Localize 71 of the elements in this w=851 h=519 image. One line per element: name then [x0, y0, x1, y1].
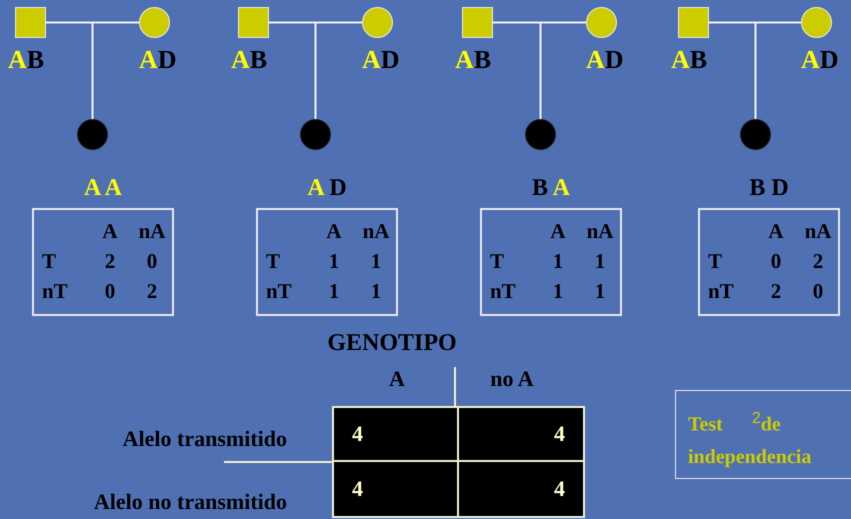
table-cell-text: nT — [266, 278, 293, 305]
table-cell-text: nT — [708, 278, 735, 305]
table-cell-text: 1 — [328, 248, 340, 275]
male-symbol — [462, 7, 493, 38]
genotype-label: AB — [8, 46, 44, 74]
genotype-label: B D — [748, 174, 790, 202]
genotype-label: AB — [671, 46, 708, 74]
female-symbol — [362, 7, 393, 38]
genotype-label: AB — [455, 46, 492, 74]
female-symbol — [801, 7, 832, 38]
table-cell: 4 — [334, 462, 458, 516]
child-symbol — [300, 119, 331, 150]
table-cell-text: 4 — [553, 475, 566, 503]
contingency-table — [332, 406, 585, 518]
genotype-label: AD — [362, 46, 400, 74]
male-symbol — [238, 7, 269, 38]
genotype-label: AD — [801, 46, 839, 74]
table-cell-text: T — [708, 248, 724, 275]
female-symbol — [586, 7, 617, 38]
pedigree-line — [268, 22, 363, 120]
child-symbol — [740, 119, 771, 150]
table-cell-text: 1 — [328, 278, 340, 305]
table-cell-text: 2 — [104, 248, 116, 275]
table-cell-text: 1 — [370, 278, 382, 305]
table-cell-text: 0 — [104, 278, 116, 305]
table-cell: 4 — [458, 408, 583, 462]
table-cell-text: 2 — [812, 248, 824, 275]
column-header: A — [389, 366, 405, 392]
table-cell-text: T — [42, 248, 58, 275]
genotype-label: A D — [306, 174, 348, 202]
table-cell-text: nT — [42, 278, 69, 305]
child-symbol — [77, 119, 108, 150]
child-symbol — [525, 119, 556, 150]
table-cell-text: 1 — [552, 248, 564, 275]
table-cell-text: A — [101, 218, 119, 245]
table-cell-text: nA — [586, 218, 614, 245]
row-header: Alelo no transmitido — [94, 489, 287, 515]
table-cell-text: 1 — [370, 248, 382, 275]
table-cell-text: 0 — [812, 278, 824, 305]
table-cell-text: A — [325, 218, 343, 245]
table-cell-text: nA — [138, 218, 166, 245]
male-symbol — [15, 7, 46, 38]
genotype-label: AB — [231, 46, 268, 74]
table-cell-text: A — [549, 218, 567, 245]
table-cell-text: 0 — [146, 248, 158, 275]
genotype-label: A A — [82, 174, 124, 202]
table-cell-text: nA — [362, 218, 390, 245]
table-cell-text: 1 — [552, 278, 564, 305]
table-cell-text: nT — [490, 278, 517, 305]
table-cell-text: 2 — [146, 278, 158, 305]
row-header: Alelo transmitido — [122, 426, 287, 452]
female-symbol — [139, 7, 170, 38]
pedigree-line — [708, 22, 802, 120]
table-cell-text: T — [266, 248, 282, 275]
table-cell-text: 2 — [770, 278, 782, 305]
table-cell-text: nA — [804, 218, 832, 245]
table-cell-text: 1 — [594, 248, 606, 275]
genotype-label: AD — [139, 46, 177, 74]
male-symbol — [678, 7, 709, 38]
table-cell-text: 1 — [594, 278, 606, 305]
table-cell-text: T — [490, 248, 506, 275]
genotype-label: AD — [586, 46, 624, 74]
pedigree-line — [492, 22, 587, 120]
table-cell-text: A — [767, 218, 785, 245]
column-header: no A — [490, 366, 534, 392]
table-cell: 4 — [334, 408, 458, 462]
genotype-label: B A — [530, 174, 572, 202]
column-header: GENOTIPO — [327, 330, 457, 357]
table-cell-text: 0 — [770, 248, 782, 275]
pedigree-line — [45, 22, 140, 120]
note-box: Test $^{2}$de independencia — [675, 390, 851, 479]
